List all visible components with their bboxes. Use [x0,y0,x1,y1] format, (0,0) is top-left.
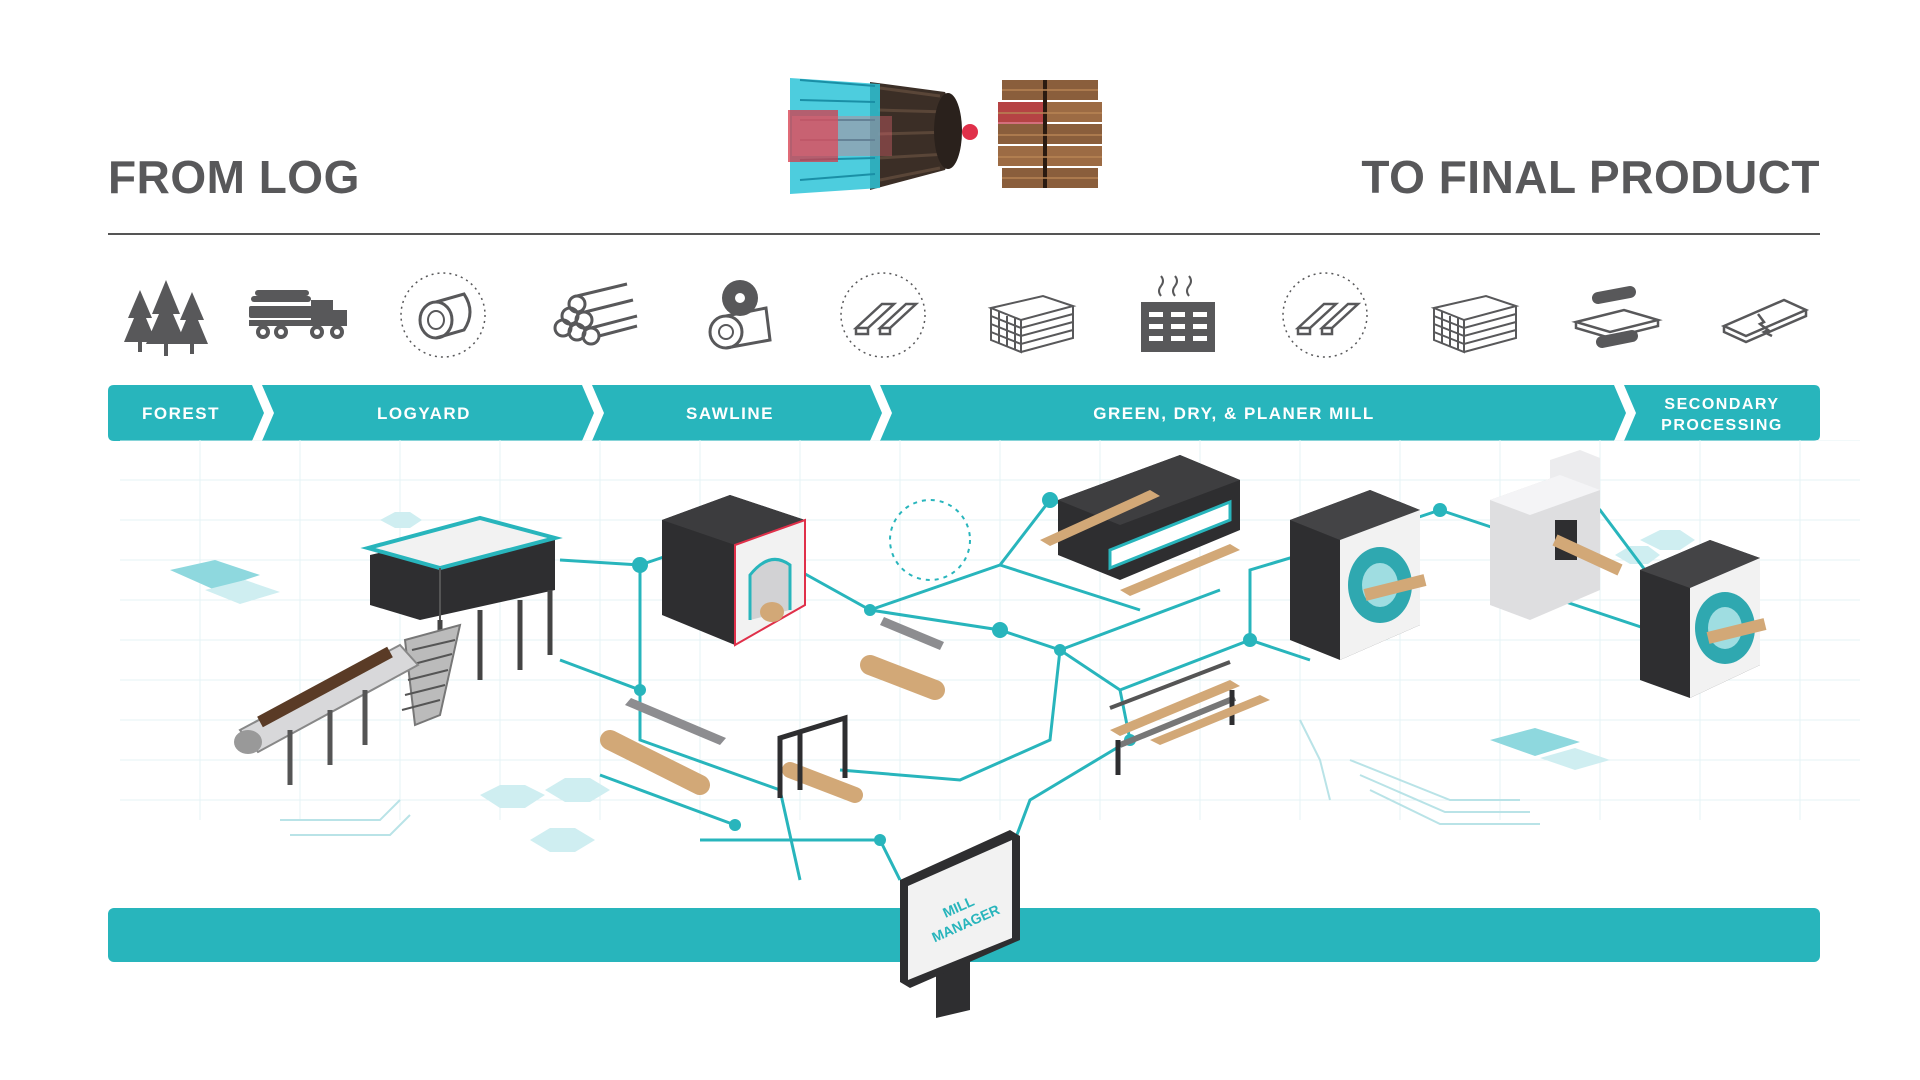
process-step-icons [0,270,1920,370]
logs-on-conveyor [600,655,945,803]
board-scan-icon [840,272,926,358]
sawline-scanner [662,495,806,647]
carriage-rails [625,617,944,745]
stage-secondary-label-2: PROCESSING [1661,417,1783,434]
saw-blade-log-icon [708,280,772,350]
edger-frame [777,714,848,798]
board-scanner-2 [1640,540,1767,698]
log-to-lumber-hero [788,78,1102,194]
lumber-package-icon [1430,294,1520,354]
planer-rolls-icon [1571,286,1663,348]
lumber-stack-icon [987,294,1077,354]
stage-green-dry-planer-mill: GREEN, DRY, & PLANER MILL [880,385,1626,441]
to-final-product-heading: TO FINAL PRODUCT [1361,151,1820,203]
forest-trees-icon [124,280,208,356]
finger-jointer [1490,450,1623,620]
planer-machine [1040,455,1240,596]
log-scan-icon [400,272,486,358]
stage-secondary-label-1: SECONDARY [1664,396,1779,413]
laser-dot [962,124,978,140]
scanned-log-illustration [788,78,962,194]
from-log-heading: FROM LOG [108,151,360,203]
decor-hexagons [170,512,1695,852]
log-truck-icon [249,290,347,339]
finger-joint-icon [1720,298,1810,344]
board-scanner-1 [1290,490,1427,660]
dashed-scan-ring [889,499,971,581]
stage-secondary-processing: SECONDARY PROCESSING [1624,385,1820,441]
stage-sawline-label: SAWLINE [686,404,774,423]
stage-planer-mill-label: GREEN, DRY, & PLANER MILL [1093,404,1375,423]
stage-sawline: SAWLINE [592,385,882,441]
stage-logyard: LOGYARD [262,385,594,441]
dry-kiln-icon [1141,275,1215,352]
log-deck-building [234,515,563,785]
sawmill-network-diagram [120,440,1860,881]
lumber-boards-illustration [998,80,1102,188]
circuit-traces [280,719,1540,836]
trimmer-conveyor [1109,660,1270,775]
process-stage-bar: FOREST LOGYARD SAWLINE GREEN, DRY, & PLA… [108,385,1820,441]
stage-forest-label: FOREST [142,404,220,423]
stage-forest: FOREST [108,385,264,441]
log-pile-icon [553,282,638,346]
stage-logyard-label: LOGYARD [377,404,471,423]
board-grade-scan-icon [1282,272,1368,358]
mill-manager-monitor[interactable]: MILL MANAGER [890,820,1030,1020]
header-divider [108,233,1820,235]
